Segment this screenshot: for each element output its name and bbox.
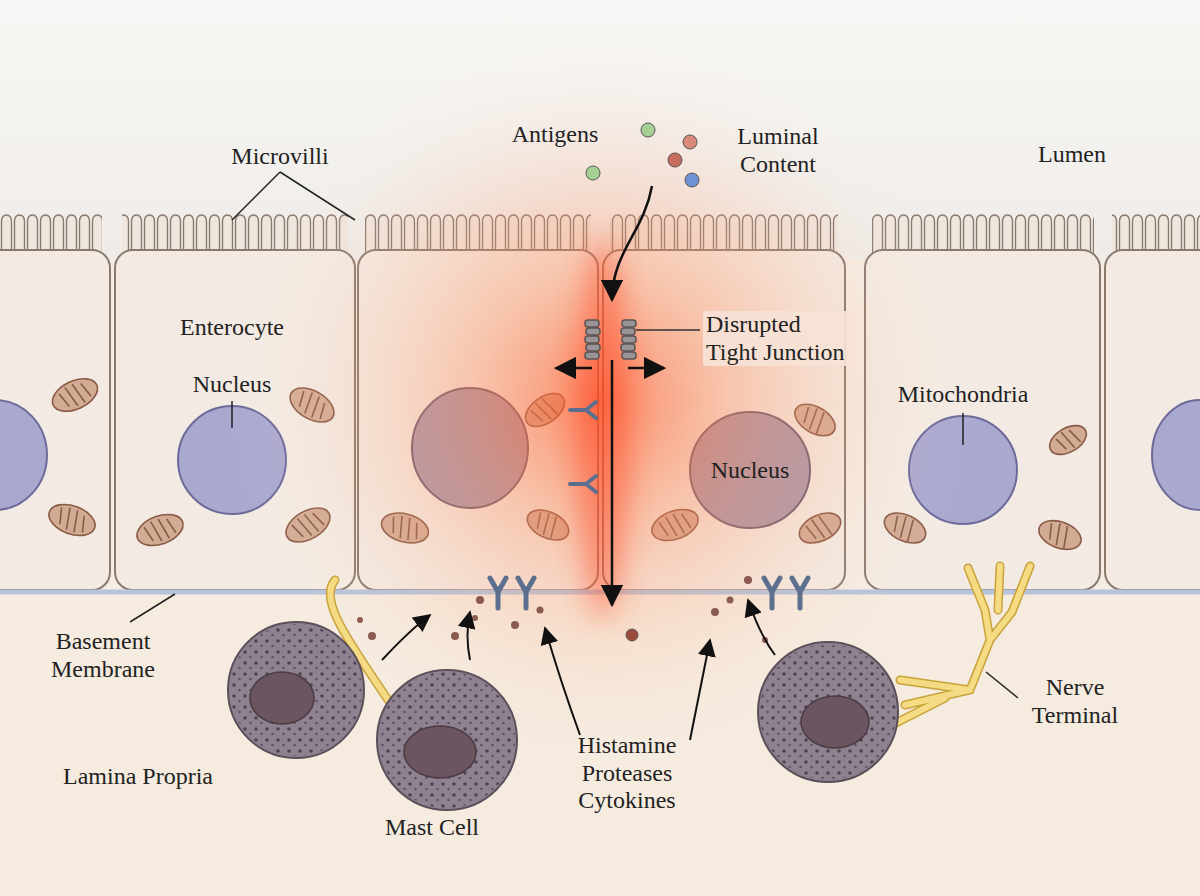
part-label: Basement Membrane [38,628,168,683]
antigens [586,123,699,641]
leak-glow [577,240,629,620]
part-label: Nerve Terminal [1020,674,1130,729]
mediator-granules [357,576,768,643]
part-label: Microvilli [231,143,328,171]
part-label: Antigens [512,121,599,149]
region-label: Lumen [1038,141,1106,169]
part-label: Luminal Content [718,123,838,178]
organelle-label: Mitochondria [898,381,1029,409]
cell-label: Mast Cell [385,814,479,842]
cell-label: Enterocyte [180,314,284,342]
region-label: Lamina Propria [63,763,213,791]
part-label: Disrupted Tight Junction [703,311,855,366]
organelle-label: Nucleus [711,457,790,485]
organelle-label: Nucleus [193,371,272,399]
mediator-label: Histamine Proteases Cytokines [567,732,687,815]
mast-cells [228,622,898,810]
leader-lines [130,172,1018,698]
leak-arrows [556,186,664,605]
receptors [490,402,808,608]
tight-junction [585,320,700,359]
mediator-arrows [382,600,775,740]
